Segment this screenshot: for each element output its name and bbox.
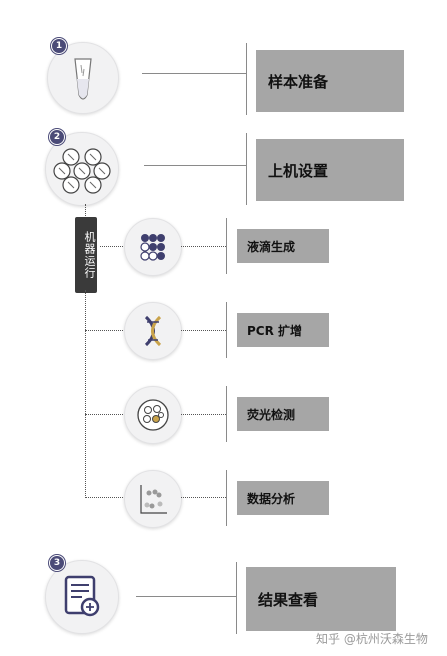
report-icon [64, 575, 100, 617]
step-2-icon-circle [45, 132, 119, 206]
step-1-bracket [246, 43, 247, 115]
trunk-branch-2 [85, 330, 123, 331]
substep-3-box: 荧光检测 [237, 397, 329, 431]
substep-4-bracket [226, 470, 227, 526]
step-2-box: 上机设置 [256, 139, 404, 201]
substep-1-icon-circle [124, 218, 182, 276]
substep-1-box: 液滴生成 [237, 229, 329, 263]
machine-run-trunk [85, 290, 86, 498]
fluorescence-icon [137, 399, 169, 431]
step-1-box: 样本准备 [256, 50, 404, 112]
trunk-branch-4 [85, 497, 123, 498]
substep-2-bracket [226, 302, 227, 358]
machine-run-label: 机器运行 [75, 217, 97, 293]
substep-2-box: PCR 扩增 [237, 313, 329, 347]
substep-4-box: 数据分析 [237, 481, 329, 515]
watermark: 知乎 @杭州沃森生物 [316, 632, 428, 646]
step-2-connector [144, 165, 246, 166]
dna-icon [144, 315, 162, 347]
substep-2-connector [181, 330, 226, 331]
substep-4-connector [181, 497, 226, 498]
step-3-icon-circle [45, 560, 119, 634]
step-2-bracket [246, 133, 247, 205]
tube-icon [74, 58, 92, 100]
substep-2-icon-circle [124, 302, 182, 360]
step-3-connector [136, 596, 236, 597]
step-1-number: 1 [51, 38, 67, 54]
step-2-number: 2 [49, 129, 65, 145]
scatter-plot-icon [140, 485, 167, 514]
machine-run-trunk-top [85, 204, 86, 218]
substep-3-bracket [226, 386, 227, 442]
step-3-bracket [236, 562, 237, 634]
droplets-icon [140, 234, 165, 261]
chip-wells-icon [53, 148, 111, 194]
step-3-box: 结果查看 [246, 567, 396, 631]
trunk-branch-1 [100, 246, 123, 247]
substep-4-icon-circle [124, 470, 182, 528]
step-1-icon-circle [47, 42, 119, 114]
substep-1-bracket [226, 218, 227, 274]
trunk-branch-3 [85, 414, 123, 415]
step-1-connector [142, 73, 246, 74]
substep-3-connector [181, 414, 226, 415]
step-3-number: 3 [49, 555, 65, 571]
substep-3-icon-circle [124, 386, 182, 444]
substep-1-connector [181, 246, 226, 247]
